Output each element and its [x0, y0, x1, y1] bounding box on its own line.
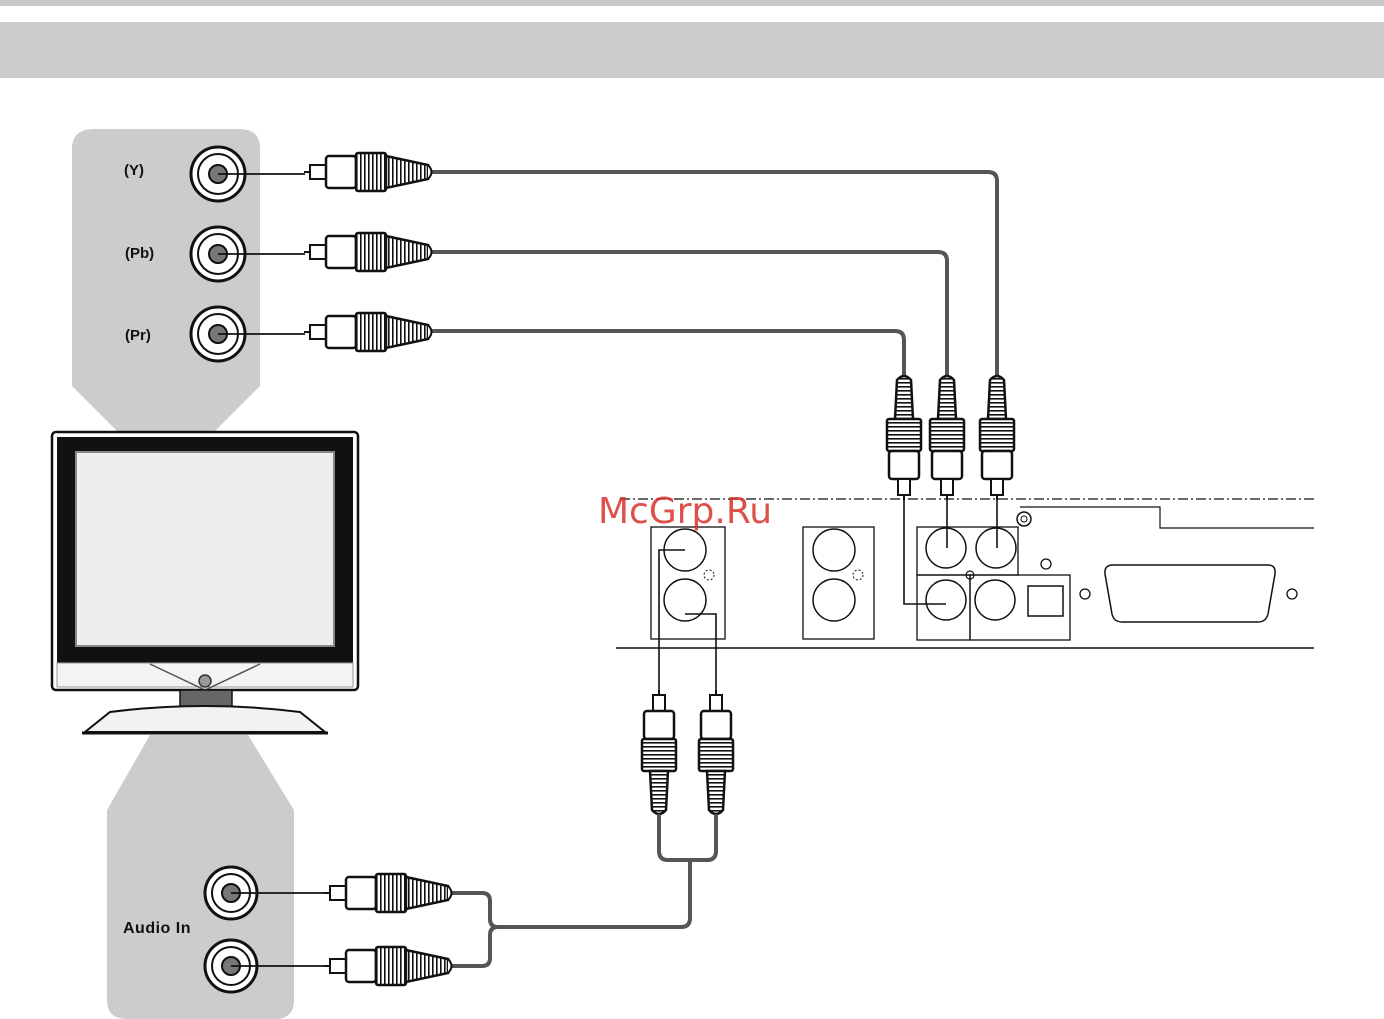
pb-label: (Pb)	[125, 245, 154, 262]
audio-right-plug-icon	[324, 947, 452, 985]
player-video-leads	[904, 500, 997, 604]
audio-cable	[451, 816, 716, 966]
player-pr-plug-icon	[887, 376, 921, 500]
television-icon	[52, 432, 358, 733]
video-cables	[431, 172, 997, 376]
tv-audio-panel	[107, 735, 294, 1019]
audio-left-plug-icon	[324, 874, 452, 912]
player-audio-left-plug-icon	[642, 690, 676, 814]
y-label: (Y)	[124, 162, 144, 179]
watermark-text: McGrp.Ru	[598, 491, 772, 532]
pr-label: (Pr)	[125, 327, 151, 344]
player-audio-right-plug-icon	[699, 690, 733, 814]
pb-plug-icon	[304, 233, 432, 271]
player-pb-plug-icon	[930, 376, 964, 500]
pr-plug-icon	[304, 313, 432, 351]
y-plug-icon	[304, 153, 432, 191]
player-y-plug-icon	[980, 376, 1014, 500]
audio-in-label: Audio In	[123, 920, 191, 937]
